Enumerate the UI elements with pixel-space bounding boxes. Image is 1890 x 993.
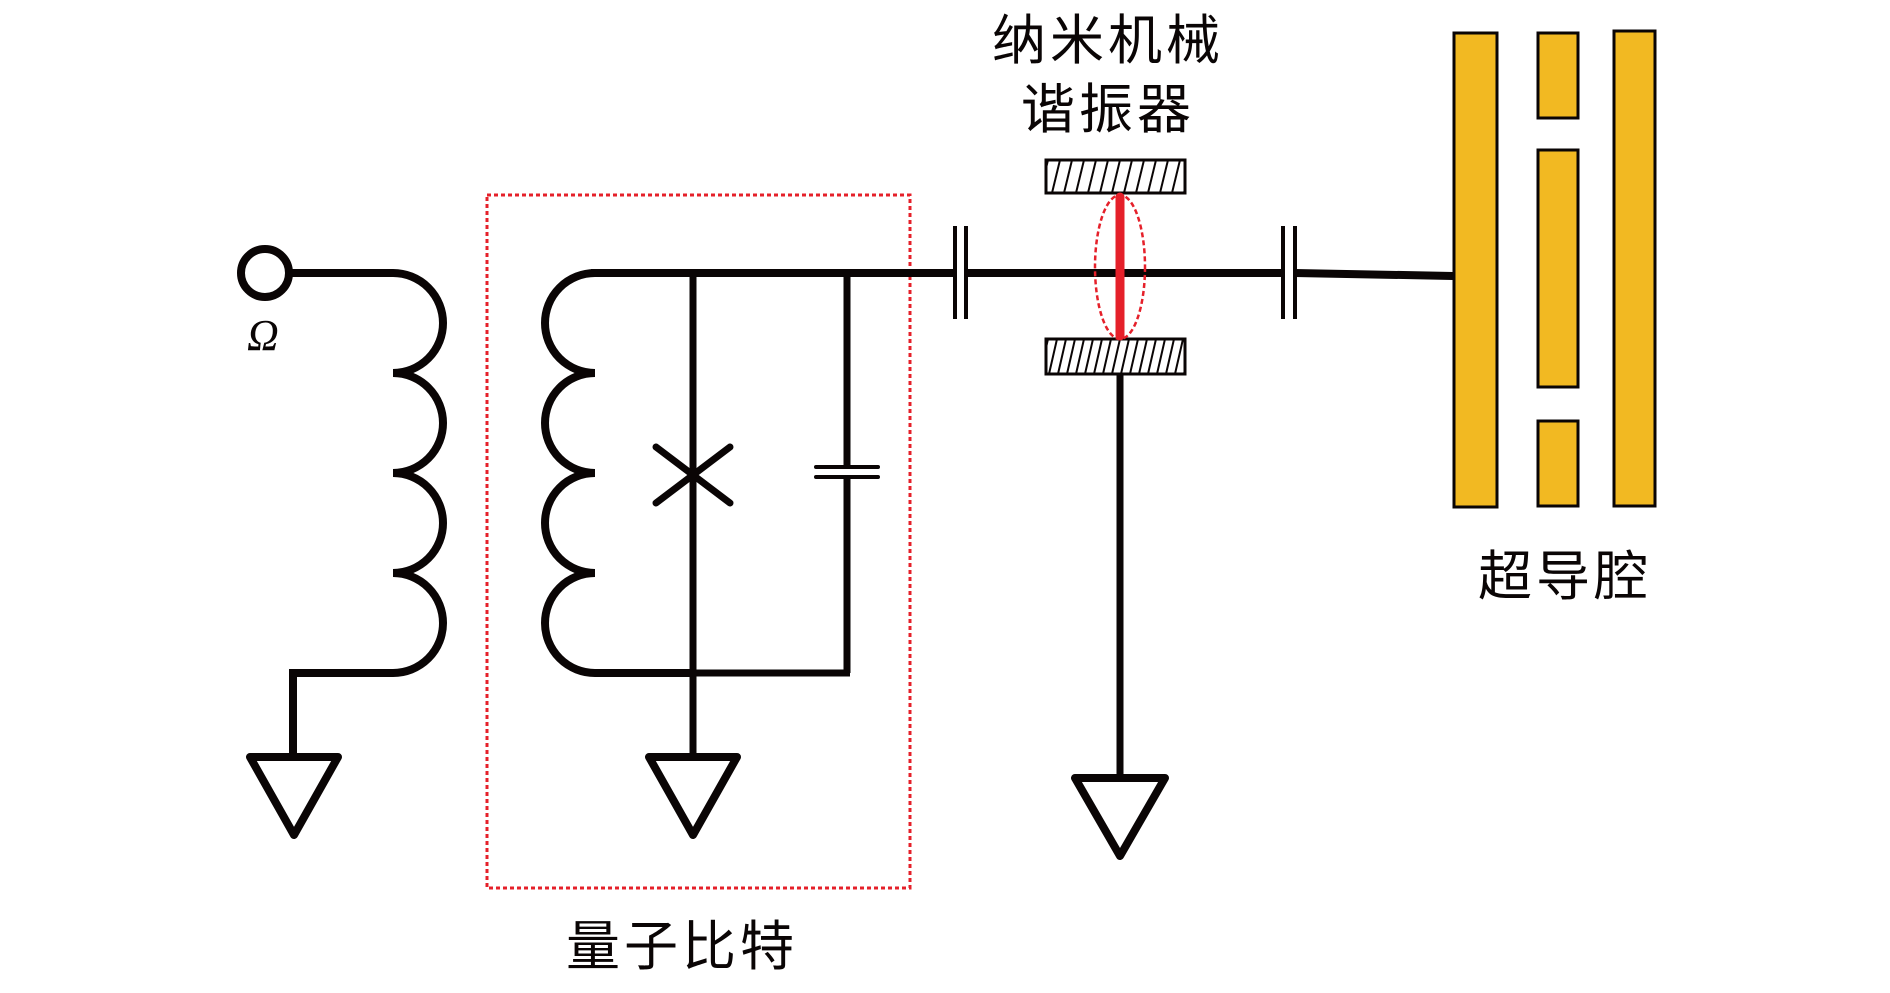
- qubit-inductor: [541, 269, 693, 677]
- hatch-line: [1165, 339, 1175, 374]
- hatch-line: [1084, 339, 1094, 374]
- hatch-line: [1120, 339, 1130, 374]
- cavity-segment-middle: [1536, 148, 1580, 389]
- drive-inductor: [289, 269, 447, 757]
- hatch-line: [1099, 160, 1109, 193]
- cavity-center-strip-left: [1452, 31, 1499, 509]
- ground-3: [1071, 774, 1169, 860]
- hatch-line: [1066, 339, 1076, 374]
- hatch-line: [1048, 339, 1058, 374]
- cavity-segment-bottom: [1536, 419, 1580, 508]
- cavity-center-strip-right: [1612, 29, 1657, 508]
- cavity-label: 超导腔: [1478, 545, 1652, 608]
- drive-port-terminal: [237, 245, 293, 301]
- resonator-bottom-anchor: [1044, 337, 1201, 376]
- hatch-line: [1129, 339, 1139, 374]
- hatch-line: [1156, 339, 1166, 374]
- qubit-label: 量子比特: [566, 915, 798, 978]
- ground-1: [246, 753, 342, 839]
- hatch-line: [1075, 339, 1085, 374]
- resonator-label-line1: 纳米机械: [992, 9, 1224, 72]
- ground-2: [645, 753, 741, 839]
- superconducting-cavity: [1452, 29, 1657, 509]
- drive-port-label: Ω: [247, 311, 279, 360]
- bus-wire-segment-3: [1294, 269, 1454, 280]
- hatch-line: [1093, 339, 1103, 374]
- resonator-label-line2: 谐振器: [1021, 78, 1195, 141]
- coupling-capacitor-1: [953, 226, 968, 319]
- resonator-top-anchor: [1044, 158, 1204, 195]
- hatch-line: [1147, 160, 1157, 193]
- hatch-line: [1123, 160, 1133, 193]
- hatch-line: [1046, 160, 1049, 173]
- shunt-capacitor: [689, 273, 880, 677]
- hatch-line: [1087, 160, 1097, 193]
- hatch-line: [1057, 339, 1067, 374]
- hatch-line: [1135, 160, 1145, 193]
- hatch-line: [1196, 160, 1204, 193]
- hatch-line: [1171, 160, 1181, 193]
- hatch-line: [1174, 339, 1184, 374]
- hatch-line: [1147, 339, 1157, 374]
- hatch-line: [1138, 339, 1148, 374]
- hatch-line: [1046, 339, 1049, 353]
- hatch-line: [1063, 160, 1073, 193]
- coupling-capacitor-2: [1281, 226, 1297, 319]
- hatch-line: [1102, 339, 1112, 374]
- hatch-line: [1111, 160, 1121, 193]
- cavity-segment-top: [1536, 31, 1580, 120]
- qubit-boundary-box: [485, 193, 912, 890]
- josephson-junction: [652, 273, 734, 757]
- hatch-line: [1075, 160, 1085, 193]
- hatch-line: [1159, 160, 1169, 193]
- hatch-line: [1193, 339, 1201, 374]
- nanomechanical-resonator: [1044, 158, 1204, 778]
- hatch-line: [1051, 160, 1061, 193]
- hatch-line: [1111, 339, 1121, 374]
